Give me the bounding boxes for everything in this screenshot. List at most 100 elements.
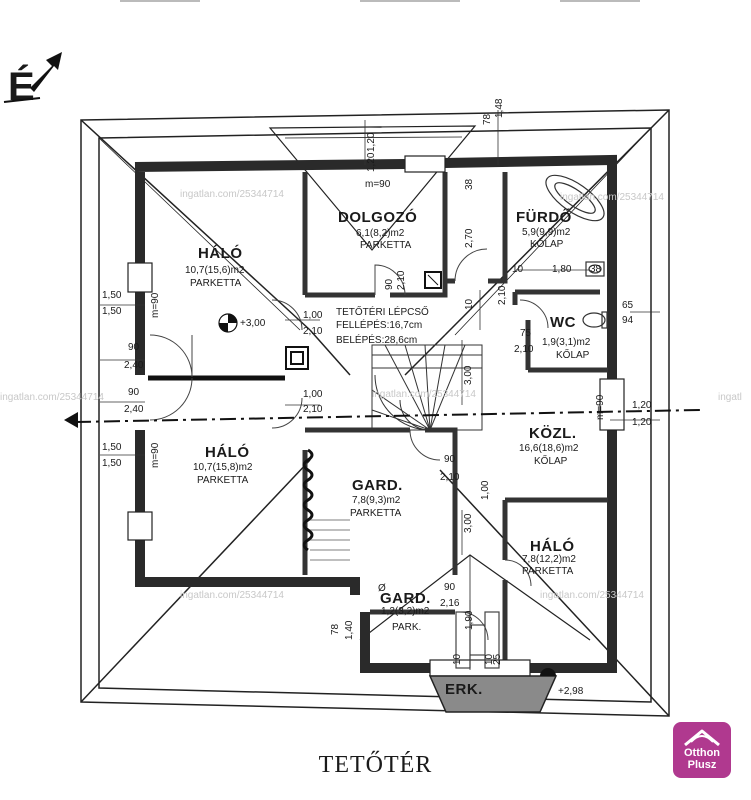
svg-text:DOLGOZÓ: DOLGOZÓ <box>338 208 417 226</box>
svg-text:1,50: 1,50 <box>102 442 122 453</box>
svg-text:10: 10 <box>484 653 495 665</box>
svg-text:ingatl: ingatl <box>718 392 742 403</box>
svg-text:25: 25 <box>492 653 503 665</box>
svg-text:HÁLÓ: HÁLÓ <box>530 537 575 555</box>
otthon-plusz-logo: Otthon Plusz <box>673 722 731 778</box>
svg-text:HÁLÓ: HÁLÓ <box>198 244 243 262</box>
svg-text:10: 10 <box>452 653 463 665</box>
svg-text:GARD.: GARD. <box>352 477 403 494</box>
svg-text:90: 90 <box>444 582 456 593</box>
svg-text:ingatlan.com/25344714: ingatlan.com/25344714 <box>0 392 104 403</box>
svg-text:10,7(15,8)m2: 10,7(15,8)m2 <box>193 462 253 473</box>
room-gard-small: GARD. 1,2(3,2)m2 PARK. <box>380 590 431 633</box>
svg-text:5,9(9,9)m2: 5,9(9,9)m2 <box>522 227 571 238</box>
svg-text:7,8(12,2)m2: 7,8(12,2)m2 <box>522 554 576 565</box>
section-arrow-icon <box>64 412 78 428</box>
svg-text:78: 78 <box>482 113 493 125</box>
toilet-icon <box>582 312 606 328</box>
svg-text:KŐLAP: KŐLAP <box>556 347 590 361</box>
room-kozl: KÖZL. 16,6(18,6)m2 KŐLAP <box>519 425 579 467</box>
bathtub-icon <box>545 174 605 222</box>
spiral-stair <box>371 344 483 431</box>
north-letter: É <box>8 64 35 109</box>
svg-text:GARD.: GARD. <box>380 590 431 607</box>
chimney <box>285 271 442 370</box>
svg-text:2,70: 2,70 <box>464 228 475 248</box>
watermarks: ingatlan.com/25344714 ingatlan.com/25344… <box>0 189 742 601</box>
dimension-lines <box>100 110 660 670</box>
svg-text:90: 90 <box>444 454 456 465</box>
interior-walls <box>302 172 608 662</box>
svg-text:7,8(9,3)m2: 7,8(9,3)m2 <box>352 495 401 506</box>
svg-text:1,00: 1,00 <box>480 480 491 500</box>
svg-text:BELÉPÉS:28,6cm: BELÉPÉS:28,6cm <box>336 333 417 346</box>
svg-text:KŐLAP: KŐLAP <box>530 236 564 250</box>
svg-text:PARK.: PARK. <box>392 622 421 633</box>
dimension-text: 1,20 1,20 1,48 78 38 2,70 10 1,80 38 10 … <box>102 98 652 665</box>
svg-text:38: 38 <box>464 178 475 190</box>
svg-text:2,10: 2,10 <box>303 404 323 415</box>
svg-text:1,20: 1,20 <box>632 417 652 428</box>
m90-label-3: m=90 <box>150 442 161 468</box>
north-arrow: É <box>3 52 62 109</box>
svg-text:2,10: 2,10 <box>514 344 534 355</box>
svg-text:PARKETTA: PARKETTA <box>197 475 249 486</box>
m90-label: m=90 <box>365 179 391 190</box>
svg-text:ERK.: ERK. <box>445 681 483 698</box>
room-dolgozo: DOLGOZÓ 6,1(8,2)m2 PARKETTA <box>338 208 417 251</box>
svg-text:1,90: 1,90 <box>464 610 475 630</box>
svg-text:PARKETTA: PARKETTA <box>350 508 402 519</box>
svg-text:10: 10 <box>512 264 524 275</box>
attic-level: +3,00 <box>240 318 266 329</box>
svg-text:2,10: 2,10 <box>396 270 407 290</box>
svg-text:1,40: 1,40 <box>344 620 355 640</box>
svg-text:38: 38 <box>590 264 602 275</box>
room-gard: GARD. 7,8(9,3)m2 PARKETTA <box>350 477 403 519</box>
m90-label-4: m=90 <box>595 394 606 420</box>
north-arrow-icon <box>30 52 62 92</box>
svg-text:ingatlan.com/25344714: ingatlan.com/25344714 <box>560 192 664 203</box>
balcony-level: +2,98 <box>558 686 584 697</box>
svg-text:FELLÉPÉS:16,7cm: FELLÉPÉS:16,7cm <box>336 318 422 331</box>
svg-text:1,50: 1,50 <box>102 290 122 301</box>
diameter-symbol: Ø <box>378 583 386 594</box>
svg-text:TETŐTÉRI LÉPCSŐ: TETŐTÉRI LÉPCSŐ <box>336 304 429 318</box>
room-furdo: FÜRDŐ 5,9(9,9)m2 KŐLAP <box>516 208 571 250</box>
svg-text:KŐLAP: KŐLAP <box>534 453 568 467</box>
roof-outline <box>80 109 670 717</box>
svg-text:1,20: 1,20 <box>366 132 377 152</box>
svg-text:78: 78 <box>330 623 341 635</box>
svg-text:75: 75 <box>520 328 532 339</box>
svg-text:90: 90 <box>128 342 140 353</box>
svg-text:2,10: 2,10 <box>497 285 508 305</box>
svg-text:2,16: 2,16 <box>440 598 460 609</box>
svg-text:1,9(3,1)m2: 1,9(3,1)m2 <box>542 337 591 348</box>
room-wc: WC 1,9(3,1)m2 KŐLAP <box>542 314 591 361</box>
stair-info: TETŐTÉRI LÉPCSŐ FELLÉPÉS:16,7cm BELÉPÉS:… <box>336 304 429 346</box>
svg-text:2,40: 2,40 <box>124 404 144 415</box>
svg-text:1,50: 1,50 <box>102 458 122 469</box>
svg-text:KÖZL.: KÖZL. <box>529 425 577 442</box>
room-halo-se: HÁLÓ 7,8(12,2)m2 PARKETTA <box>522 537 576 577</box>
svg-text:1,2(3,2)m2: 1,2(3,2)m2 <box>381 606 430 617</box>
svg-text:PARKETTA: PARKETTA <box>522 566 574 577</box>
floor-caption: TETŐTÉR <box>318 752 433 778</box>
svg-text:ingatlan.com/25344714: ingatlan.com/25344714 <box>372 389 476 400</box>
svg-text:ingatlan.com/25344714: ingatlan.com/25344714 <box>180 189 284 200</box>
svg-text:2,10: 2,10 <box>303 326 323 337</box>
svg-text:1,48: 1,48 <box>494 98 505 118</box>
svg-text:WC: WC <box>550 314 576 331</box>
section-line <box>64 409 701 428</box>
wardrobe-rail <box>302 448 314 552</box>
house-roof-icon <box>684 729 720 747</box>
logo-line2: Plusz <box>687 759 717 771</box>
svg-text:1,20: 1,20 <box>366 152 377 172</box>
svg-text:PARKETTA: PARKETTA <box>360 240 412 251</box>
svg-text:PARKETTA: PARKETTA <box>190 278 242 289</box>
washbasin-icon <box>585 261 605 277</box>
svg-text:16,6(18,6)m2: 16,6(18,6)m2 <box>519 443 579 454</box>
bath-fixtures <box>545 174 608 329</box>
svg-text:1,80: 1,80 <box>552 264 572 275</box>
balcony <box>428 668 558 713</box>
